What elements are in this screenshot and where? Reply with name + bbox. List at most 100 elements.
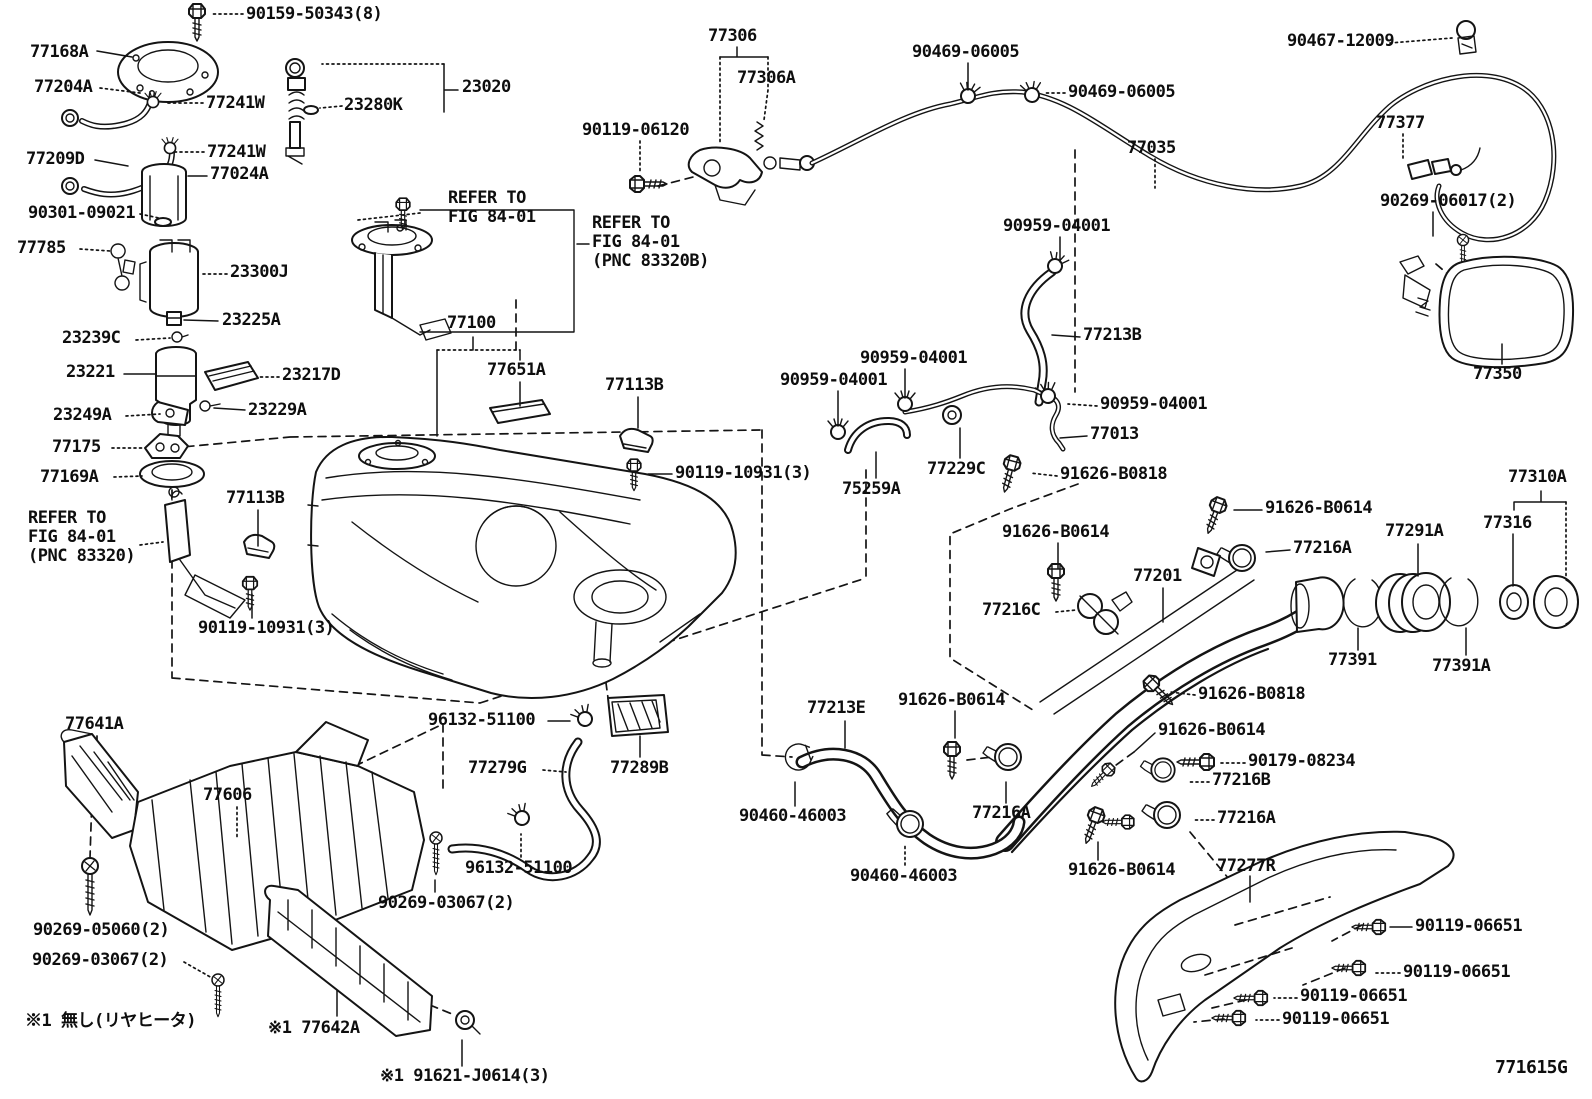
label-77113B-1: 77113B — [226, 488, 285, 508]
label-91626-B0614-4: 91626-B0614 — [1068, 860, 1176, 880]
bracket-77289B-art — [607, 694, 669, 737]
fuel-lid-art — [1399, 255, 1575, 369]
label-77651A: 77651A — [487, 360, 546, 380]
label-90119-06120: 90119-06120 — [582, 120, 690, 140]
note-refer-fig8401: REFER TO FIG 84-01 — [448, 188, 536, 227]
label-90269-05060: 90269-05060(2) — [33, 920, 170, 940]
label-77391: 77391 — [1328, 650, 1377, 670]
label-23249A: 23249A — [53, 405, 112, 425]
label-91621-J0614: ※1 91621-J0614(3) — [380, 1066, 550, 1086]
label-77035: 77035 — [1127, 138, 1176, 158]
label-77291A: 77291A — [1385, 521, 1444, 541]
label-77391A: 77391A — [1432, 656, 1491, 676]
label-23229A: 23229A — [248, 400, 307, 420]
vent-hoses-art — [827, 248, 1071, 496]
pipe-clamps-art — [1077, 753, 1215, 847]
label-90179-08234: 90179-08234 — [1248, 751, 1356, 771]
label-91626-B0818-2: 91626-B0818 — [1198, 684, 1306, 704]
label-77785: 77785 — [17, 238, 66, 258]
label-90959-04001-1: 90959-04001 — [1003, 216, 1111, 236]
fuel-line-art — [809, 20, 1557, 275]
label-77213B: 77213B — [1083, 325, 1142, 345]
label-77241W-2: 77241W — [207, 142, 266, 162]
label-77642A: ※1 77642A — [268, 1018, 360, 1038]
label-90269-03067-2: 90269-03067(2) — [378, 893, 515, 913]
label-77204A: 77204A — [34, 77, 93, 97]
label-77209D: 77209D — [26, 149, 85, 169]
label-23225A: 23225A — [222, 310, 281, 330]
label-77201: 77201 — [1133, 566, 1182, 586]
label-77169A: 77169A — [40, 467, 99, 487]
leader-lines — [79, 13, 1567, 1067]
label-77013: 77013 — [1090, 424, 1139, 444]
label-90959-04001-2: 90959-04001 — [860, 348, 968, 368]
clamp-77216C-art — [1077, 591, 1133, 635]
label-77216A-2: 77216A — [972, 803, 1031, 823]
label-90159-50343-8: 90159-50343(8) — [246, 4, 383, 24]
label-23300J: 23300J — [230, 262, 289, 282]
label-77279G: 77279G — [468, 758, 527, 778]
label-77350: 77350 — [1473, 364, 1522, 384]
breather-valve-art — [629, 121, 815, 206]
tank-unit-module-art — [351, 197, 575, 341]
label-23217D: 23217D — [282, 365, 341, 385]
label-90460-46003-2: 90460-46003 — [850, 866, 958, 886]
label-77316: 77316 — [1483, 513, 1532, 533]
label-77606: 77606 — [203, 785, 252, 805]
label-90460-46003-1: 90460-46003 — [739, 806, 847, 826]
label-23280K: 23280K — [344, 95, 403, 115]
label-77289B: 77289B — [610, 758, 669, 778]
label-77277R: 77277R — [1217, 856, 1276, 876]
label-77175: 77175 — [52, 437, 101, 457]
label-90119-10931-2: 90119-10931(3) — [675, 463, 812, 483]
label-90119-06651-4: 90119-06651 — [1282, 1009, 1390, 1029]
label-77377: 77377 — [1376, 113, 1425, 133]
label-90301-09021: 90301-09021 — [28, 203, 136, 223]
label-90959-04001-4: 90959-04001 — [1100, 394, 1208, 414]
label-77213E: 77213E — [807, 698, 866, 718]
label-90119-06651-2: 90119-06651 — [1403, 962, 1511, 982]
note-refer-fig8401-pnc83320B: REFER TO FIG 84-01 (PNC 83320B) — [592, 213, 709, 271]
note-refer-fig8401-pnc83320: REFER TO FIG 84-01 (PNC 83320) — [28, 508, 136, 566]
screw-91621-art — [455, 1010, 481, 1035]
label-91626-B0614-2: 91626-B0614 — [1002, 522, 1110, 542]
label-90469-06005-1: 90469-06005 — [912, 42, 1020, 62]
label-90119-10931-1: 90119-10931(3) — [198, 618, 335, 638]
label-90269-03067-1: 90269-03067(2) — [32, 950, 169, 970]
label-23239C: 23239C — [62, 328, 121, 348]
diagram-code: 771615G — [1495, 1057, 1568, 1078]
label-90269-06017: 90269-06017(2) — [1380, 191, 1517, 211]
label-77216C: 77216C — [982, 600, 1041, 620]
label-91626-B0818-1: 91626-B0818 — [1060, 464, 1168, 484]
tube-23020-art — [285, 58, 319, 165]
label-90467-12009: 90467-12009 — [1287, 31, 1395, 51]
label-75259A: 75259A — [842, 479, 901, 499]
label-77306A: 77306A — [737, 68, 796, 88]
label-77306: 77306 — [708, 26, 757, 46]
label-77229C: 77229C — [927, 459, 986, 479]
pump-module-art — [61, 3, 276, 619]
label-90959-04001-3: 90959-04001 — [780, 370, 888, 390]
label-90119-06651-1: 90119-06651 — [1415, 916, 1523, 936]
label-77100: 77100 — [447, 313, 496, 333]
label-77168A: 77168A — [30, 42, 89, 62]
heat-shields-art — [60, 721, 481, 1037]
label-77310A: 77310A — [1508, 467, 1567, 487]
label-77113B-2: 77113B — [605, 375, 664, 395]
label-90119-06651-3: 90119-06651 — [1300, 986, 1408, 1006]
label-77216A-1: 77216A — [1293, 538, 1352, 558]
label-91626-B0614-5: 91626-B0614 — [1158, 720, 1266, 740]
hose-77279G-art — [447, 694, 669, 882]
label-77241W-1: 77241W — [206, 93, 265, 113]
clamp-90467-art — [1456, 20, 1477, 55]
label-77216B: 77216B — [1212, 770, 1271, 790]
note-no-rear-heater: ※1 無し(リヤヒータ) — [25, 1011, 196, 1031]
label-91626-B0614-3: 91626-B0614 — [898, 690, 1006, 710]
filler-hose-art — [780, 739, 1026, 860]
shield-77277R-art — [1114, 830, 1455, 1083]
label-96132-51100-2: 96132-51100 — [465, 858, 573, 878]
fuel-tank-art — [307, 399, 737, 700]
label-77216A-3: 77216A — [1217, 808, 1276, 828]
label-91626-B0614-1: 91626-B0614 — [1265, 498, 1373, 518]
